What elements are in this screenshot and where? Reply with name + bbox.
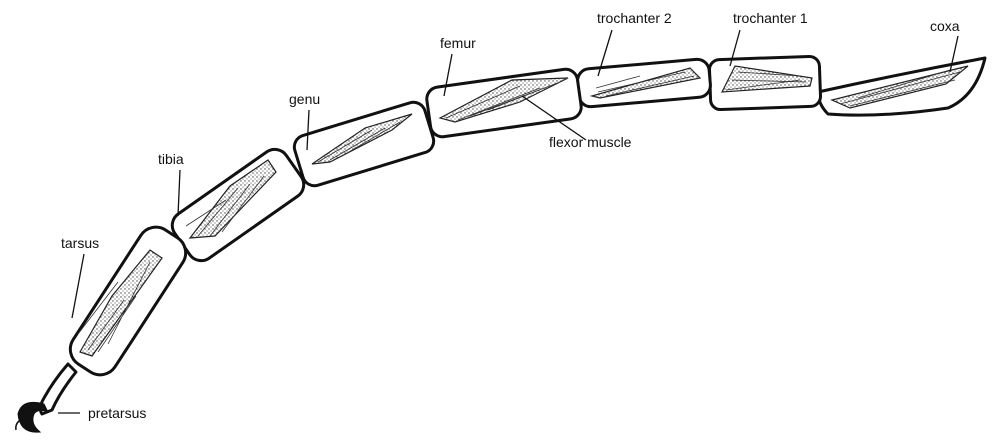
label-tibia: tibia bbox=[158, 151, 184, 167]
genu-segment bbox=[291, 99, 436, 188]
pretarsus-claw bbox=[16, 364, 76, 432]
tibia-segment bbox=[167, 144, 309, 266]
coxa-segment bbox=[818, 58, 985, 115]
label-femur: femur bbox=[440, 35, 476, 51]
leader-tibia bbox=[178, 170, 180, 216]
label-flexor-muscle: flexor muscle bbox=[549, 134, 632, 150]
leader-tarsus bbox=[72, 254, 84, 318]
label-trochanter-1: trochanter 1 bbox=[733, 10, 808, 26]
label-coxa: coxa bbox=[930, 18, 960, 34]
label-genu: genu bbox=[289, 91, 320, 107]
femur-segment bbox=[425, 68, 582, 139]
label-trochanter-2: trochanter 2 bbox=[597, 10, 672, 26]
trochanter-2-segment bbox=[577, 58, 712, 107]
trochanter-1-segment bbox=[709, 56, 821, 110]
label-pretarsus: pretarsus bbox=[88, 405, 146, 421]
label-tarsus: tarsus bbox=[61, 235, 99, 251]
